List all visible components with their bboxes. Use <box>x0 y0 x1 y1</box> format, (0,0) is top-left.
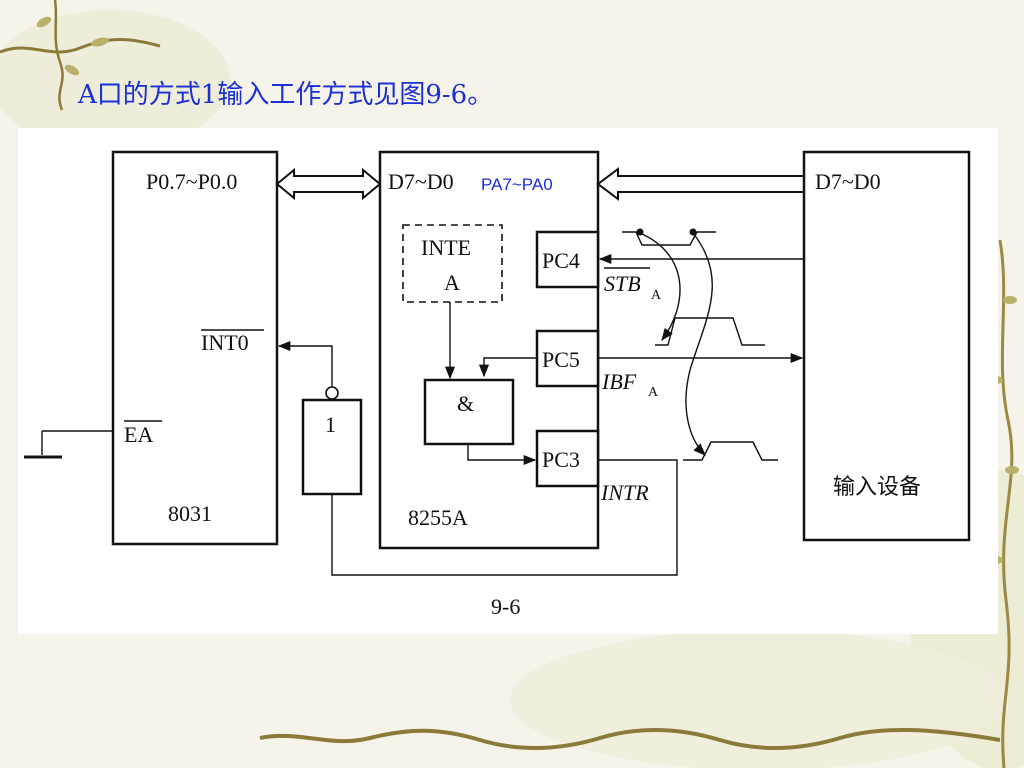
intr-label: INTR <box>600 480 649 505</box>
device-name: 输入设备 <box>833 475 921 500</box>
slide-title: A口的方式1输入工作方式见图9-6。 <box>78 80 494 110</box>
vine-bottom <box>259 727 1001 750</box>
intr-feedback-wire <box>331 459 678 576</box>
vine-top-left <box>0 38 161 54</box>
cpu-name: 8031 <box>168 501 212 526</box>
stb-to-intr-arrow <box>685 232 713 456</box>
ppi-name: 8255A <box>408 505 468 530</box>
stb-waveform <box>622 231 716 246</box>
cpu-bus-label: P0.7~P0.0 <box>146 169 237 194</box>
pc5-label: PC5 <box>542 347 580 372</box>
ibf-label: IBF <box>601 369 637 394</box>
stb-signal-label: STB A <box>604 267 662 303</box>
and-gate: & <box>423 378 515 446</box>
pc3-pin: PC3 <box>535 429 600 488</box>
inte-line2: A <box>444 270 460 295</box>
pc5-to-and-wire <box>478 357 537 378</box>
inte-a-box: INTE A <box>402 224 503 303</box>
device-bus-label: D7~D0 <box>815 169 881 194</box>
ea-ground-symbol <box>24 430 113 459</box>
ibf-waveform <box>655 317 765 346</box>
cpu-int0-label: INT0 <box>201 330 249 355</box>
timing-waveforms <box>622 228 778 461</box>
cpu-8031-block: P0.7~P0.0 INT0 EA 8031 <box>111 150 279 546</box>
ibf-subscript: A <box>648 385 659 400</box>
pc3-label: PC3 <box>542 447 580 472</box>
pc4-label: PC4 <box>542 248 580 273</box>
inverter-to-int0-wire <box>277 340 333 387</box>
inverter-gate: 1 <box>301 386 363 496</box>
ppi-port-label: PA7~PA0 <box>481 175 553 194</box>
intr-waveform <box>683 441 778 461</box>
pc5-pin: PC5 <box>535 329 600 388</box>
vine-right <box>998 239 1014 768</box>
bus-arrow-cpu-ppi <box>275 167 382 201</box>
ibf-signal-label: IBF A <box>601 369 659 400</box>
inte-line1: INTE <box>421 235 471 260</box>
stb-label: STB <box>604 271 641 296</box>
inverter-label: 1 <box>325 412 336 437</box>
stb-to-ibf-arrow <box>639 232 681 342</box>
ppi-bus-label: D7~D0 <box>388 169 454 194</box>
cpu-ea-label: EA <box>124 422 153 447</box>
bus-arrow-device-ppi <box>596 167 805 201</box>
and-to-pc3-wire <box>467 444 537 466</box>
stb-subscript: A <box>651 288 662 303</box>
input-device-block: D7~D0 输入设备 <box>802 150 971 542</box>
figure-caption: 9-6 <box>491 594 520 619</box>
pc4-pin: PC4 <box>535 230 600 289</box>
and-gate-label: & <box>457 391 474 416</box>
